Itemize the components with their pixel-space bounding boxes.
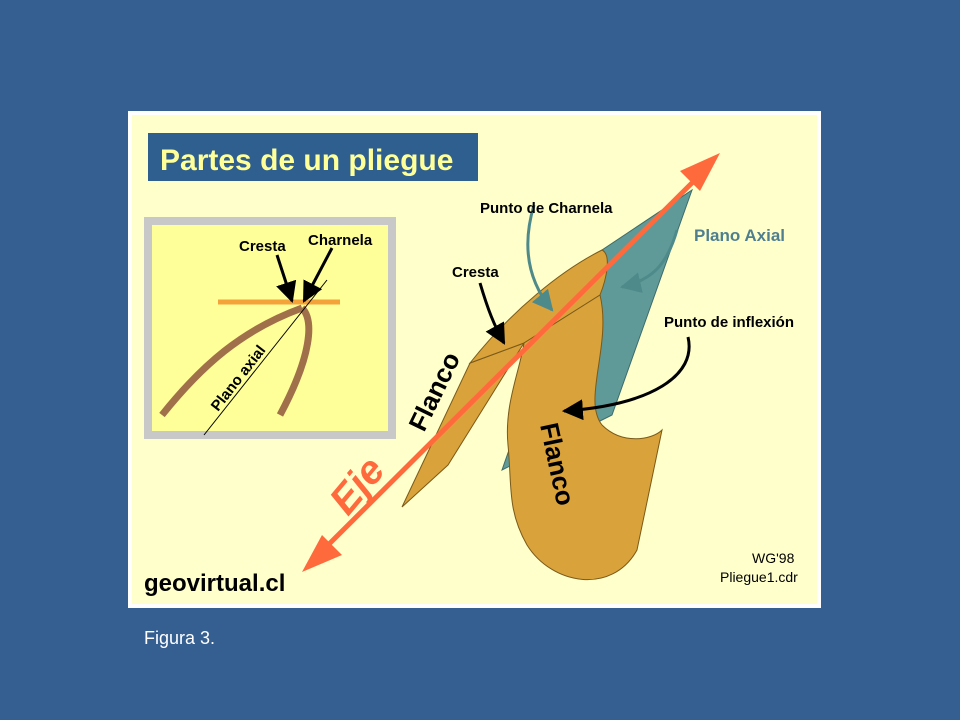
fold-diagram: Partes de un pliegue Cresta Charnela Pla… — [144, 133, 798, 597]
plano-axial-arrow — [619, 229, 679, 293]
figure-frame: Partes de un pliegue Cresta Charnela Pla… — [128, 111, 821, 608]
cresta-arrow — [478, 282, 506, 345]
inset-charnela-label: Charnela — [308, 232, 373, 249]
right-limb-surface — [506, 294, 663, 581]
plano-axial-label: Plano Axial — [694, 226, 785, 245]
file-credit: Pliegue1.cdr — [720, 569, 798, 585]
inset-right-limb — [276, 305, 313, 417]
diagram-title: Partes de un pliegue — [160, 144, 453, 177]
cresta-label: Cresta — [452, 264, 499, 281]
title-box: Partes de un pliegue — [148, 133, 478, 181]
inset-diagram: Cresta Charnela Plano axial — [144, 217, 396, 439]
fold-diagram-panel: Partes de un pliegue Cresta Charnela Pla… — [132, 115, 817, 604]
axis-arrow-head-top — [680, 153, 720, 191]
inset-axial-line — [203, 279, 328, 436]
site-credit: geovirtual.cl — [144, 570, 285, 597]
inset-cresta-label: Cresta — [239, 238, 286, 255]
punto-charnela-arrow — [526, 204, 554, 312]
punto-inflexion-arrow — [561, 336, 691, 421]
inset-left-limb — [159, 304, 304, 418]
axis-line — [308, 165, 710, 565]
eje-label: Eje — [321, 449, 393, 523]
author-credit: WG'98 — [752, 550, 795, 566]
axis-arrow-head-bottom — [302, 535, 342, 572]
figure-caption: Figura 3. — [144, 628, 216, 648]
punto-inflexion-label: Punto de inflexión — [664, 314, 794, 331]
punto-charnela-label: Punto de Charnela — [480, 200, 613, 217]
